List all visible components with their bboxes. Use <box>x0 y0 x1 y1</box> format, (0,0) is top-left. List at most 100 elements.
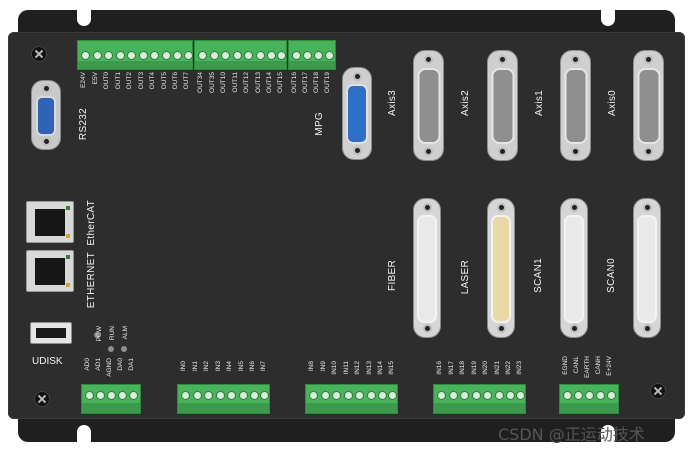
pin-label: OUT16 <box>291 72 298 93</box>
ethercat-label: EtherCAT <box>86 200 97 246</box>
pin-label: OUT1 <box>114 72 122 90</box>
rs232-label: RS232 <box>78 108 89 141</box>
scan0-connector[interactable] <box>633 198 661 338</box>
pin-label: OUT12 <box>243 72 250 93</box>
fiber-label: FIBER <box>387 260 398 291</box>
terminal-block-can[interactable] <box>559 384 619 414</box>
pin-label: IN15 <box>388 361 395 375</box>
alm-led-label: ALM <box>122 326 129 340</box>
pin-label: IN16 <box>436 361 443 375</box>
terminal-block-out-2[interactable] <box>194 40 287 70</box>
pin-label: OUT6 <box>172 72 179 90</box>
pin-label: OUT7 <box>183 72 190 90</box>
screw-icon <box>34 391 50 407</box>
terminal-block-ad-da[interactable] <box>81 384 141 414</box>
terminal-block-in0-7[interactable] <box>177 384 270 414</box>
terminal-block-out-1[interactable] <box>77 40 193 70</box>
pin-label: OUT18 <box>313 72 320 93</box>
pin-label: AD0 <box>84 358 91 371</box>
axis3-label: Axis3 <box>387 90 398 116</box>
pin-label: IN10 <box>331 361 338 375</box>
pin-label: OUT11 <box>231 72 239 93</box>
pin-label: OUT35 <box>208 72 216 93</box>
pin-label: IN22 <box>505 361 512 375</box>
pin-label: E24V <box>80 72 87 88</box>
pin-label: IN11 <box>342 361 350 375</box>
pin-label: OUT2 <box>126 72 133 90</box>
pin-label: OUT17 <box>302 72 309 93</box>
pin-label: OUT34 <box>197 72 204 93</box>
scan1-connector[interactable] <box>560 198 588 338</box>
axis2-connector[interactable] <box>487 50 518 161</box>
scan0-label: SCAN0 <box>606 258 617 293</box>
rs232-port[interactable] <box>31 80 61 150</box>
pin-label: AGND <box>106 358 113 377</box>
mount-notch-bottom-left <box>77 425 91 447</box>
pin-label: IN6 <box>249 361 256 372</box>
pin-label: IN9 <box>319 361 327 372</box>
pin-label: DA1 <box>128 358 135 371</box>
udisk-label: UDISK <box>32 356 63 367</box>
pin-label: OUT13 <box>254 72 262 93</box>
axis1-connector[interactable] <box>560 50 591 161</box>
axis2-label: Axis2 <box>460 90 471 116</box>
pin-label: OUT3 <box>137 72 145 90</box>
pin-label: OUT19 <box>324 72 331 93</box>
watermark-text: CSDN @正运动技术 <box>498 425 645 444</box>
mount-notch-top-right <box>601 4 615 26</box>
pin-label: OUT5 <box>160 72 168 90</box>
mount-notch-bottom-right <box>601 425 615 447</box>
pin-label: IN18 <box>459 361 466 375</box>
pin-label: OUT0 <box>103 72 110 90</box>
screw-icon <box>650 383 666 399</box>
pin-label: IN0 <box>180 361 187 372</box>
pow-led <box>94 332 100 338</box>
pin-label: DA0 <box>117 358 124 371</box>
pin-label: IN20 <box>482 361 489 375</box>
pin-label: IN2 <box>203 361 210 372</box>
mpg-db15-connector[interactable] <box>342 67 372 160</box>
pin-label: EGND <box>562 356 569 375</box>
pin-label: IN23 <box>516 361 523 375</box>
pin-label: IN3 <box>214 361 222 372</box>
pow-led-label: POW <box>96 326 103 342</box>
pin-label: EARTH <box>584 356 591 378</box>
alm-led <box>121 346 127 352</box>
pin-label: OUT15 <box>277 72 284 93</box>
laser-connector[interactable] <box>487 198 515 338</box>
axis3-connector[interactable] <box>413 50 444 161</box>
pin-label: IN13 <box>365 361 373 375</box>
pin-label: CANH <box>595 356 602 375</box>
pin-label: E5V <box>91 72 99 85</box>
pin-label: AD1 <box>95 358 102 371</box>
pin-label: IN1 <box>191 361 199 372</box>
fiber-connector[interactable] <box>413 198 441 338</box>
screw-icon <box>31 46 47 62</box>
pin-label: IN5 <box>237 361 245 372</box>
ethernet-label: ETHERNET <box>86 252 97 309</box>
pin-label: IN19 <box>470 361 478 375</box>
terminal-block-in16-23[interactable] <box>433 384 526 414</box>
terminal-block-mpg[interactable] <box>288 40 336 70</box>
pin-label: OUT4 <box>149 72 156 90</box>
axis0-label: Axis0 <box>607 90 618 116</box>
mount-notch-top-left <box>77 4 91 26</box>
ethernet-port[interactable] <box>26 250 74 292</box>
ethercat-port[interactable] <box>26 201 74 243</box>
axis0-connector[interactable] <box>633 50 664 161</box>
pin-label: OUT10 <box>220 72 227 93</box>
pin-label: IN17 <box>447 361 455 375</box>
udisk-usb-port[interactable] <box>30 322 72 344</box>
laser-label: LASER <box>460 260 471 295</box>
axis1-label: Axis1 <box>534 90 545 116</box>
pin-label: IN8 <box>308 361 315 372</box>
run-led-label: RUN <box>109 326 116 341</box>
pin-label: CANL <box>573 356 580 374</box>
terminal-block-in8-15[interactable] <box>305 384 398 414</box>
pin-label: OUT14 <box>266 72 273 93</box>
pin-label: IN4 <box>226 361 233 372</box>
pin-label: E+24V <box>606 356 613 376</box>
mpg-label: MPG <box>314 112 325 136</box>
pin-label: IN14 <box>377 361 384 375</box>
run-led <box>108 346 114 352</box>
